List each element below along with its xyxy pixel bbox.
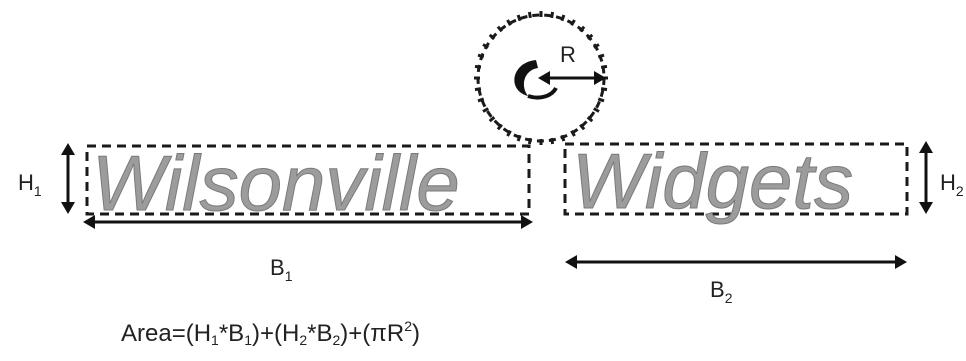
h1-arrow (61, 143, 75, 214)
gear-tooth (474, 64, 482, 69)
gear-tooth (527, 11, 532, 19)
gear-tooth (586, 33, 594, 40)
h2-arrow (919, 141, 933, 214)
logo-word-widgets: Widgets (572, 137, 853, 225)
gear-tooth (550, 11, 555, 19)
gear-tooth (570, 19, 576, 26)
area-formula: Area=(H1*B1)+(H2*B2)+(πR2) (121, 318, 420, 348)
b2-label: B2 (710, 277, 733, 306)
gear-icon (474, 11, 608, 145)
h1-label: H1 (18, 170, 42, 199)
gear-tooth (593, 107, 600, 113)
gear-tooth (579, 25, 586, 33)
gear-tooth (474, 87, 482, 92)
gear-tooth (586, 116, 594, 123)
h2-label: H2 (940, 170, 964, 199)
gear-tooth (560, 14, 566, 22)
b2-arrow (565, 255, 907, 269)
gear-tooth (579, 123, 586, 131)
gear-tooth (516, 14, 522, 22)
gear-tooth (496, 25, 503, 33)
gear-tooth (593, 43, 600, 49)
gear-tooth (597, 97, 605, 103)
b1-arrow (83, 215, 533, 229)
gear-tooth (527, 137, 532, 145)
gear-tooth (506, 19, 512, 26)
right-word-box (563, 142, 909, 216)
gear-tooth (570, 130, 576, 137)
gear-tooth (597, 53, 605, 59)
gear-tooth (550, 137, 555, 145)
b1-label: B1 (270, 255, 293, 284)
radius-arrow (538, 71, 606, 85)
gear-tooth (488, 33, 496, 40)
gear-tooth (506, 130, 512, 137)
gear-tooth (600, 64, 608, 69)
gear-tooth (488, 116, 496, 123)
gear-tooth (516, 134, 522, 142)
gear-tooth (482, 107, 489, 113)
gear-tooth (600, 87, 608, 92)
radius-label: R (560, 42, 576, 67)
gear-tooth (496, 123, 503, 131)
gear-tooth (477, 53, 485, 59)
gear-tooth (482, 43, 489, 49)
gear-tooth (477, 97, 485, 103)
logo-word-wilsonville: Wilsonville (92, 139, 460, 227)
gear-tooth (560, 134, 566, 142)
